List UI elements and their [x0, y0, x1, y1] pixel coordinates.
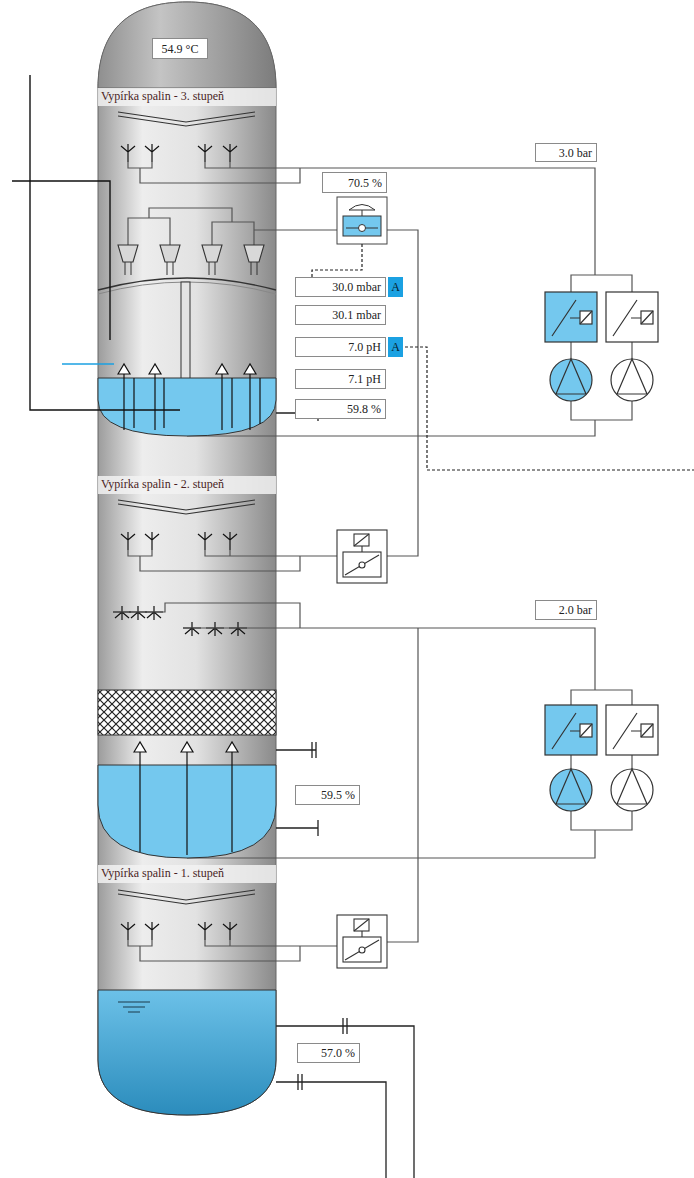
readout-text: A	[391, 341, 400, 353]
ph-readout: 7.0 pH	[295, 337, 386, 357]
readout-text: 7.1 pH	[348, 373, 381, 385]
readout-text: 57.0 %	[321, 1047, 355, 1059]
level-readout: 59.8 %	[295, 399, 386, 419]
readout-text: 59.5 %	[321, 789, 355, 801]
valve-position-readout: 70.5 %	[322, 172, 387, 193]
ph-readout: 7.1 pH	[295, 369, 386, 389]
auto-badge: A	[388, 277, 403, 297]
stage-title: Vypírka spalin - 2. stupeň	[101, 477, 224, 491]
stage-title: Vypírka spalin - 1. stupeň	[101, 866, 224, 880]
temperature-readout: 54.9 °C	[152, 38, 208, 59]
readout-text: 3.0 bar	[559, 147, 592, 159]
level-readout: 57.0 %	[297, 1043, 360, 1063]
level-readout: 59.5 %	[295, 785, 360, 805]
pressure-readout: 30.1 mbar	[295, 305, 386, 325]
stage-title: Vypírka spalin - 3. stupeň	[101, 89, 224, 103]
readout-text: 70.5 %	[348, 177, 382, 189]
readout-text: 7.0 pH	[348, 341, 381, 353]
auto-badge: A	[388, 337, 403, 357]
readout-text: 30.1 mbar	[332, 309, 381, 321]
readout-text: 30.0 mbar	[332, 281, 381, 293]
pressure-readout: 30.0 mbar	[295, 277, 386, 297]
pressure-readout: 3.0 bar	[535, 143, 597, 162]
readout-text: 54.9 °C	[162, 43, 199, 55]
pressure-readout: 2.0 bar	[535, 600, 597, 620]
readout-text: A	[391, 281, 400, 293]
readout-text: 59.8 %	[347, 403, 381, 415]
readout-text: 2.0 bar	[559, 604, 592, 616]
